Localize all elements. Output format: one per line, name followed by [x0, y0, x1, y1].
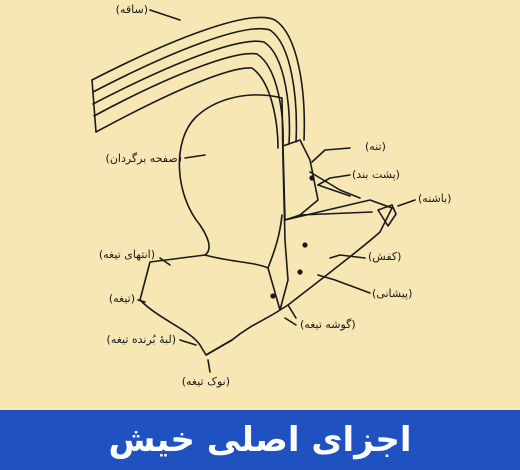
label-landside: (کفش): [368, 250, 401, 263]
label-shin: (پیشانی): [372, 287, 412, 300]
heel: [377, 204, 397, 227]
diagram-labels: (ساقه) (صفحه برگردان) (تنه) (پشت بند) (ب…: [99, 3, 452, 388]
label-frog: (تنه): [365, 140, 386, 153]
brace: [309, 171, 361, 199]
caption-title: اجزای اصلی خیش: [108, 420, 412, 460]
label-shank: (ساقه): [116, 3, 148, 16]
label-brace: (پشت بند): [352, 168, 400, 181]
caption-bar: اجزای اصلی خیش: [0, 410, 520, 470]
label-cutting-edge: (لبهٔ بُرنده تیغه): [107, 333, 176, 346]
label-share: (تیغه): [109, 292, 135, 305]
plow-diagram: (ساقه) (صفحه برگردان) (تنه) (پشت بند) (ب…: [91, 3, 452, 388]
label-moldboard: (صفحه برگردان): [106, 152, 182, 165]
shank-beam: [91, 16, 306, 149]
label-share-point: (نوک تیغه): [182, 375, 230, 388]
share-wing: [279, 304, 297, 319]
label-share-wing: (گوشه تیغه): [300, 318, 356, 331]
plow-drawing: [91, 9, 416, 373]
label-heel: (باشنه): [418, 192, 451, 205]
landside: [284, 199, 393, 306]
moldboard: [139, 94, 289, 356]
label-share-end: (انتهای تیغه): [99, 248, 155, 261]
